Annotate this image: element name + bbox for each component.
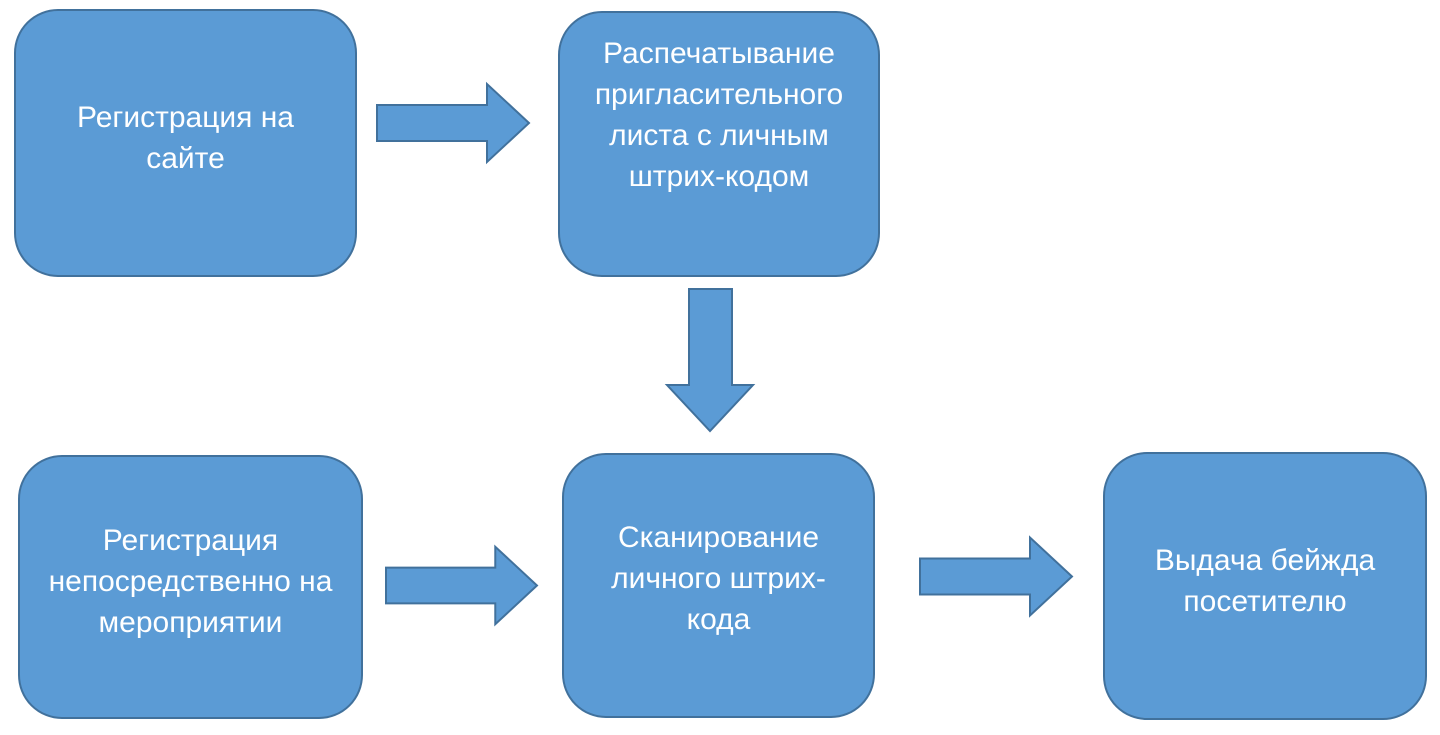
right-arrow-shape bbox=[385, 544, 539, 627]
right-arrow-shape bbox=[919, 535, 1074, 618]
flow-node-scan-barcode: Сканирование личного штрих- кода bbox=[562, 453, 875, 718]
flow-node-print-invitation-label: Распечатывание пригласительного листа с … bbox=[594, 37, 844, 193]
flow-node-scan-barcode-label: Сканирование личного штрих- кода bbox=[611, 520, 826, 636]
flow-node-issue-badge: Выдача бейжда посетителю bbox=[1103, 452, 1427, 720]
arrow-register-onsite-to-scan-barcode-icon bbox=[385, 544, 539, 627]
down-arrow-shape bbox=[664, 288, 756, 433]
flow-node-issue-badge-label: Выдача бейжда посетителю bbox=[1154, 544, 1376, 618]
arrow-register-website-to-print-invitation-icon bbox=[376, 81, 531, 165]
flow-node-register-website: Регистрация на сайте bbox=[14, 9, 357, 277]
arrow-print-invitation-to-scan-barcode-icon bbox=[664, 288, 756, 433]
arrow-scan-barcode-to-issue-badge-icon bbox=[919, 535, 1074, 618]
flow-node-register-onsite: Регистрация непосредственно на мероприят… bbox=[18, 455, 363, 719]
right-arrow-shape bbox=[376, 81, 531, 165]
flow-node-register-onsite-label: Регистрация непосредственно на мероприят… bbox=[48, 523, 333, 639]
flow-node-print-invitation: Распечатывание пригласительного листа с … bbox=[558, 11, 880, 277]
flow-node-register-website-label: Регистрация на сайте bbox=[77, 100, 294, 175]
